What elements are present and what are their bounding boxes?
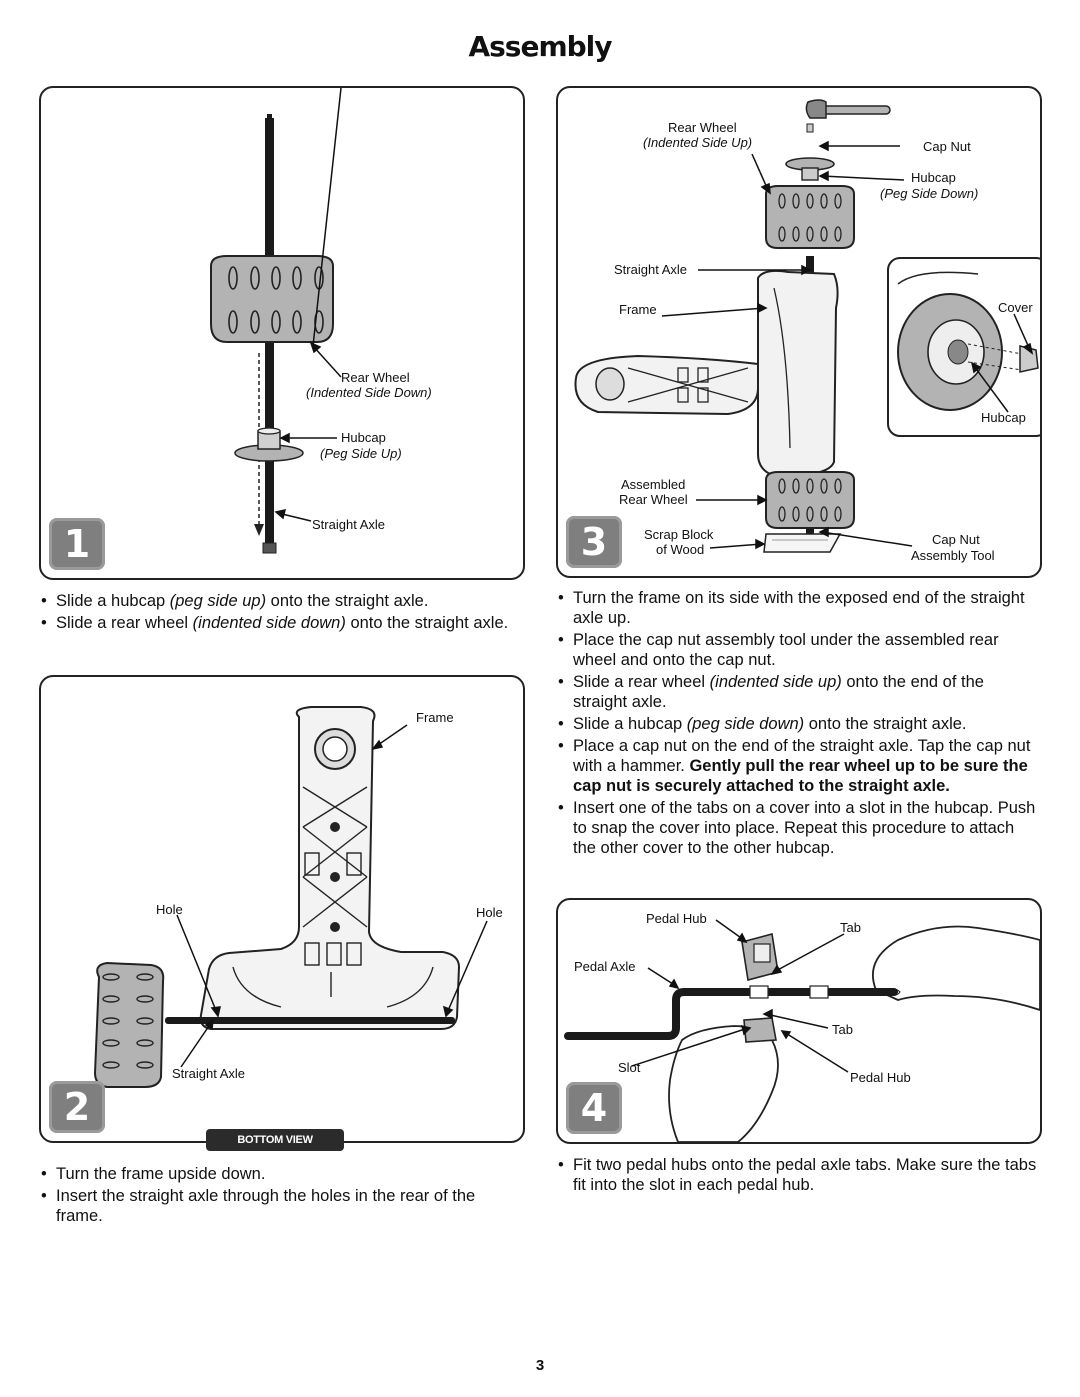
label-of-wood: of Wood xyxy=(656,542,705,557)
frame-shape xyxy=(574,269,839,475)
step-2-badge: 2 xyxy=(49,1081,105,1133)
label-tab-bottom: Tab xyxy=(832,1022,853,1037)
label-cap-nut-tool: Cap Nut xyxy=(932,532,980,547)
step-1-badge: 1 xyxy=(49,518,105,570)
step-4-bullet: Fit two pedal hubs onto the pedal axle t… xyxy=(556,1155,1040,1195)
label-rear-wheel-note: (Indented Side Down) xyxy=(306,385,432,400)
step-3-instructions: Turn the frame on its side with the expo… xyxy=(556,588,1040,860)
step-3-panel: Rear Wheel (Indented Side Up) Cap Nut Hu… xyxy=(556,86,1042,578)
label-rear-wheel: Rear Wheel xyxy=(341,370,410,385)
label-straight-axle: Straight Axle xyxy=(172,1066,245,1081)
step-1-instructions: Slide a hubcap (peg side up) onto the st… xyxy=(39,591,509,635)
label-hubcap-note: (Peg Side Down) xyxy=(880,186,979,201)
label-frame: Frame xyxy=(416,710,454,725)
step-3-badge: 3 xyxy=(566,516,622,568)
step-4-instructions: Fit two pedal hubs onto the pedal axle t… xyxy=(556,1155,1040,1197)
label-assembled: Assembled xyxy=(621,477,686,492)
label-hubcap: Hubcap xyxy=(341,430,386,445)
step-3-bullet: Slide a rear wheel (indented side up) on… xyxy=(556,672,1040,712)
step-2-instructions: Turn the frame upside down. Insert the s… xyxy=(39,1164,509,1228)
step-4-badge: 4 xyxy=(566,1082,622,1134)
hammer-icon xyxy=(805,99,891,119)
pedal-axle xyxy=(564,988,898,1040)
label-rear-wheel: Rear Wheel xyxy=(668,120,737,135)
rear-wheel-shape xyxy=(210,255,334,343)
label-frame: Frame xyxy=(619,302,657,317)
step-3-bullet: Insert one of the tabs on a cover into a… xyxy=(556,798,1040,858)
step-1-illustration xyxy=(210,88,342,554)
step-2-bullet: Insert the straight axle through the hol… xyxy=(39,1186,509,1226)
label-hubcap-inset: Hubcap xyxy=(981,410,1026,425)
rear-wheel-shape xyxy=(93,961,165,1088)
page-title: Assembly xyxy=(468,30,612,63)
label-hole-left: Hole xyxy=(156,902,183,917)
label-rear-wheel-note: (Indented Side Up) xyxy=(643,135,753,150)
step-3-bullet: Slide a hubcap (peg side down) onto the … xyxy=(556,714,1040,734)
label-cap-nut: Cap Nut xyxy=(923,139,971,154)
label-cover: Cover xyxy=(998,300,1033,315)
step-4-illustration xyxy=(564,919,1040,1142)
scrap-block xyxy=(763,533,842,553)
step-3-illustration xyxy=(574,99,1040,553)
step-2-panel: Frame Hole Hole Straight Axle 2 xyxy=(39,675,525,1143)
straight-axle xyxy=(165,1017,455,1024)
step-3-bullet: Turn the frame on its side with the expo… xyxy=(556,588,1040,628)
pedal-hub-bottom xyxy=(743,1017,777,1043)
step-1-panel: Rear Wheel (Indented Side Down) Hubcap (… xyxy=(39,86,525,580)
step-1-bullet: Slide a rear wheel (indented side down) … xyxy=(39,613,509,633)
step-2-bullet: Turn the frame upside down. xyxy=(39,1164,509,1184)
step-3-bullet: Place a cap nut on the end of the straig… xyxy=(556,736,1040,796)
step-4-panel: Pedal Hub Tab Pedal Axle Tab Slot Pedal … xyxy=(556,898,1042,1144)
bottom-view-tag: BOTTOM VIEW xyxy=(206,1129,344,1151)
label-scrap-block: Scrap Block xyxy=(644,527,714,542)
label-assembled-rear-wheel: Rear Wheel xyxy=(619,492,688,507)
step-1-bullet: Slide a hubcap (peg side up) onto the st… xyxy=(39,591,509,611)
label-hole-right: Hole xyxy=(476,905,503,920)
label-hubcap: Hubcap xyxy=(911,170,956,185)
label-slot: Slot xyxy=(618,1060,641,1075)
label-straight-axle: Straight Axle xyxy=(312,517,385,532)
label-pedal-hub-top: Pedal Hub xyxy=(646,911,707,926)
label-hubcap-note: (Peg Side Up) xyxy=(320,446,402,461)
label-assembly-tool: Assembly Tool xyxy=(911,548,995,563)
step-3-bullet: Place the cap nut assembly tool under th… xyxy=(556,630,1040,670)
frame-shape xyxy=(199,706,461,1030)
label-straight-axle: Straight Axle xyxy=(614,262,687,277)
step-2-illustration xyxy=(93,706,488,1088)
hand-left xyxy=(668,1025,779,1142)
label-pedal-axle: Pedal Axle xyxy=(574,959,636,974)
page-number: 3 xyxy=(535,1357,545,1374)
hand-right xyxy=(872,925,1040,1011)
label-pedal-hub-bottom: Pedal Hub xyxy=(850,1070,911,1085)
label-tab-top: Tab xyxy=(840,920,861,935)
